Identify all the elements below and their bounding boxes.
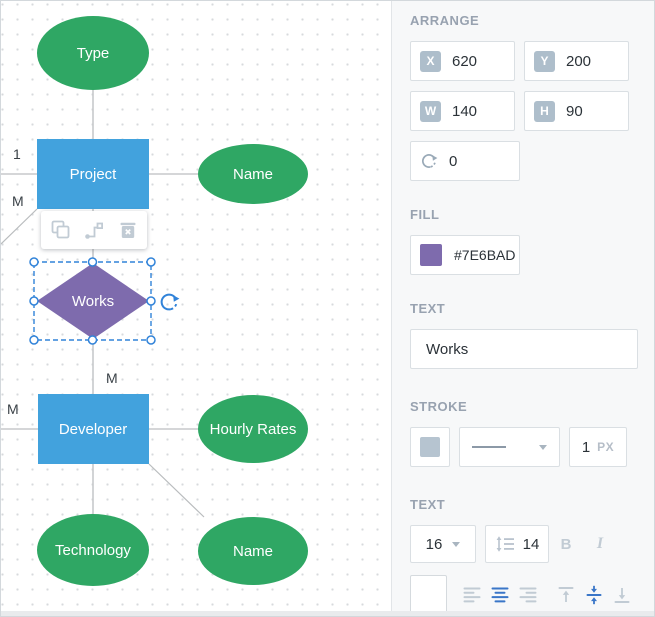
chevron-down-icon xyxy=(539,444,547,450)
trash-icon[interactable] xyxy=(115,217,141,243)
node-type-label: Type xyxy=(77,45,110,62)
node-developer-label: Developer xyxy=(59,421,127,438)
text-color-swatch[interactable] xyxy=(410,575,447,611)
fill-section-title: FILL xyxy=(410,207,440,222)
h-badge: H xyxy=(534,100,555,122)
x-field[interactable]: X xyxy=(410,41,515,81)
node-technology-label: Technology xyxy=(55,542,131,559)
resize-handle-sw[interactable] xyxy=(29,335,39,345)
valign-middle-icon[interactable] xyxy=(582,584,606,606)
text-field[interactable] xyxy=(410,329,638,369)
edge-label-m: M xyxy=(106,370,118,386)
stroke-width-value: 1 xyxy=(581,438,591,456)
edge-developer-name[interactable] xyxy=(148,463,205,518)
fill-color-value: #7E6BAD xyxy=(454,247,516,263)
stroke-style-dropdown[interactable] xyxy=(459,427,560,467)
edge-label-1: 1 xyxy=(13,146,21,162)
width-input[interactable] xyxy=(452,102,514,120)
node-works-label: Works xyxy=(72,293,114,310)
halo-toolbar xyxy=(41,211,147,249)
resize-handle-ne[interactable] xyxy=(146,257,156,267)
align-left-icon[interactable] xyxy=(460,584,484,606)
text-input[interactable] xyxy=(424,339,637,359)
diagram-canvas[interactable]: 1 M M M Type Project Name Works xyxy=(1,1,391,611)
text-section-title: TEXT xyxy=(410,301,446,316)
node-hourly-rates-label: Hourly Rates xyxy=(210,421,297,438)
font-size-dropdown[interactable]: 16 xyxy=(410,525,476,563)
node-technology[interactable]: Technology xyxy=(37,514,149,586)
edge-label-m: M xyxy=(12,193,24,209)
edge-diagonal-project[interactable] xyxy=(1,208,38,245)
stroke-width-field[interactable]: 1 PX xyxy=(569,427,627,467)
edge-label-m: M xyxy=(7,401,19,417)
node-name-bottom-label: Name xyxy=(233,543,273,560)
align-center-icon[interactable] xyxy=(488,584,512,606)
line-height-icon xyxy=(495,536,515,552)
fill-color-field[interactable]: #7E6BAD xyxy=(410,235,520,275)
angle-field[interactable] xyxy=(410,141,520,181)
node-project-label: Project xyxy=(70,166,118,183)
valign-top-icon[interactable] xyxy=(554,584,578,606)
x-input[interactable] xyxy=(452,52,514,70)
node-hourly-rates[interactable]: Hourly Rates xyxy=(198,395,308,463)
rotate-icon[interactable] xyxy=(160,293,180,311)
inspector-panel: ARRANGE X Y W H xyxy=(391,1,654,611)
resize-handle-n[interactable] xyxy=(87,257,98,267)
line-height-value: 14 xyxy=(522,535,540,553)
node-name-top-label: Name xyxy=(233,166,273,183)
resize-handle-nw[interactable] xyxy=(29,257,39,267)
resize-handle-e[interactable] xyxy=(146,296,156,306)
clone-icon[interactable] xyxy=(47,217,73,243)
w-badge: W xyxy=(420,100,441,122)
resize-handle-se[interactable] xyxy=(146,335,156,345)
link-icon[interactable] xyxy=(81,217,107,243)
stroke-color-field[interactable] xyxy=(410,427,450,467)
stroke-style-line xyxy=(472,446,506,448)
bold-button[interactable]: B xyxy=(560,535,572,553)
node-type[interactable]: Type xyxy=(37,16,149,90)
node-name-bottom[interactable]: Name xyxy=(198,517,308,585)
font-size-value: 16 xyxy=(425,535,443,553)
italic-button[interactable]: I xyxy=(596,535,604,552)
y-input[interactable] xyxy=(566,52,628,70)
valign-bottom-icon[interactable] xyxy=(610,584,634,606)
chevron-down-icon xyxy=(452,541,461,547)
arrange-section-title: ARRANGE xyxy=(410,13,480,28)
angle-input[interactable] xyxy=(449,152,519,170)
stroke-width-unit: PX xyxy=(597,440,615,454)
node-works[interactable]: Works xyxy=(37,263,149,339)
stroke-color-swatch xyxy=(420,437,440,457)
x-badge: X xyxy=(420,50,441,72)
stroke-section-title: STROKE xyxy=(410,399,468,414)
node-name-top[interactable]: Name xyxy=(198,144,308,204)
height-field[interactable]: H xyxy=(524,91,629,131)
line-height-field[interactable]: 14 xyxy=(485,525,549,563)
resize-handle-s[interactable] xyxy=(87,335,98,345)
node-developer[interactable]: Developer xyxy=(38,394,149,464)
resize-handle-w[interactable] xyxy=(29,296,39,306)
width-field[interactable]: W xyxy=(410,91,515,131)
rotate-icon xyxy=(420,152,438,170)
y-badge: Y xyxy=(534,50,555,72)
align-right-icon[interactable] xyxy=(516,584,540,606)
selection-frame xyxy=(29,257,156,345)
node-project[interactable]: Project xyxy=(37,139,149,209)
height-input[interactable] xyxy=(566,102,628,120)
y-field[interactable]: Y xyxy=(524,41,629,81)
text-style-section-title: TEXT xyxy=(410,497,446,512)
fill-color-swatch[interactable] xyxy=(420,244,442,266)
